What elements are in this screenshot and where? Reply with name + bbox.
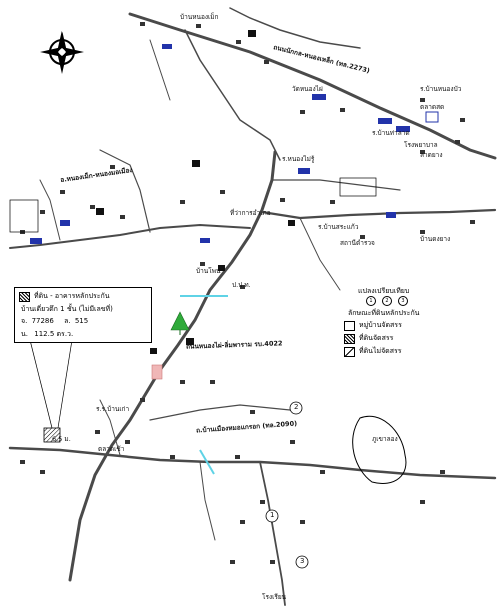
road-west-branch xyxy=(9,223,251,249)
subject-highlight-pink xyxy=(151,364,163,380)
place-label: ร.หนองไม่รู้ xyxy=(282,155,315,163)
legend-title-land-type: ลักษณะที่ดินหลักประกัน xyxy=(348,309,420,317)
legend-circle-3: 3 xyxy=(398,296,408,306)
subject-hatch-swatch xyxy=(19,291,30,302)
road-south xyxy=(8,446,497,480)
land-number: 515 xyxy=(74,317,89,325)
place-label: สถานีตำรวจ xyxy=(340,239,375,247)
comparable-2-label: 2 xyxy=(294,403,299,411)
place-label: ร.บ้านท่าลาด xyxy=(372,129,410,137)
place-label: บ้านหนองเม็ก xyxy=(180,13,219,21)
mountain-outline xyxy=(352,415,407,484)
place-label: ร.บ้านหนองบัว xyxy=(420,85,462,93)
legend-swatch-plain xyxy=(344,320,355,331)
comparable-3-label: 3 xyxy=(300,557,305,565)
parcel-outlines xyxy=(9,177,377,233)
land-number-prefix: ล. xyxy=(64,317,71,325)
subject-pointer xyxy=(29,339,73,429)
legend-circle-1: 1 xyxy=(366,296,376,306)
road-main-spine xyxy=(68,150,277,582)
subject-box-line1: บ้านเดี่ยวตึก 1 ชั้น (ไม่มีเลขที่) xyxy=(21,305,113,313)
legend-title-comparables: แปลงเปรียบเทียบ xyxy=(358,287,410,295)
comparable-markers xyxy=(265,401,309,569)
area-value: 112.5 ตร.ว. xyxy=(34,330,74,338)
cyan-road-markers xyxy=(180,295,228,475)
place-label: บ้านโพน xyxy=(196,267,221,275)
place-label: ภูเขาลอง xyxy=(372,435,398,443)
legend-swatch-slash xyxy=(344,346,355,357)
legend-circle-2: 2 xyxy=(382,296,392,306)
road-network xyxy=(8,7,497,606)
place-label: โรงเรียน xyxy=(262,593,287,601)
place-label: ลาดยาง xyxy=(420,151,443,159)
blue-markers xyxy=(30,44,439,244)
legend-item-village: หมู่บ้านจัดสรร xyxy=(344,320,402,331)
place-label: ร.ร.บ้านเก่า xyxy=(96,405,130,413)
subject-distance-label: 6.5 ม. xyxy=(52,435,71,443)
road-east-branch xyxy=(260,208,497,220)
legend-item-unallocated: ที่ดินไม่จัดสรร xyxy=(344,346,402,357)
subject-box-title: ที่ดิน - อาคารหลักประกัน xyxy=(34,292,110,300)
comparable-1-label: 1 xyxy=(270,511,275,519)
place-label: บ้านดงยาง xyxy=(420,235,451,243)
place-label: ตลาดสด xyxy=(420,103,445,111)
north-letter: N xyxy=(59,27,65,35)
deed-prefix: จ. xyxy=(21,317,28,325)
legend-item-allocated: ที่ดินจัดสรร xyxy=(344,333,393,344)
deed-number: 77286 xyxy=(31,317,54,325)
legend-label-unallocated: ที่ดินไม่จัดสรร xyxy=(359,347,402,355)
landmark-icons xyxy=(96,30,295,354)
place-label: ร.บ้านสระแก้ว xyxy=(318,223,359,231)
legend-swatch-hatch xyxy=(344,333,355,344)
road-north-branch xyxy=(229,7,361,49)
subject-parcel xyxy=(43,427,61,443)
road-north xyxy=(128,12,497,160)
legend-label-village: หมู่บ้านจัดสรร xyxy=(359,321,402,329)
place-label: ตลาดเช้า xyxy=(98,445,125,453)
place-label: ที่ว่าการอำเภอ xyxy=(230,209,271,217)
legend-label-allocated: ที่ดินจัดสรร xyxy=(359,334,394,342)
north-arrow-icon xyxy=(40,30,84,74)
area-prefix: น. xyxy=(21,330,29,338)
subject-info-box: ที่ดิน - อาคารหลักประกัน บ้านเดี่ยวตึก 1… xyxy=(14,287,152,343)
place-label: โรงพยาบาล xyxy=(404,141,438,149)
tree-icon xyxy=(170,311,190,331)
place-label: วัดหนองไผ่ xyxy=(292,85,323,93)
place-label: ป.ป.ท. xyxy=(232,281,251,289)
legend: แปลงเปรียบเทียบ 1 2 3 ลักษณะที่ดินหลักปร… xyxy=(344,286,444,358)
